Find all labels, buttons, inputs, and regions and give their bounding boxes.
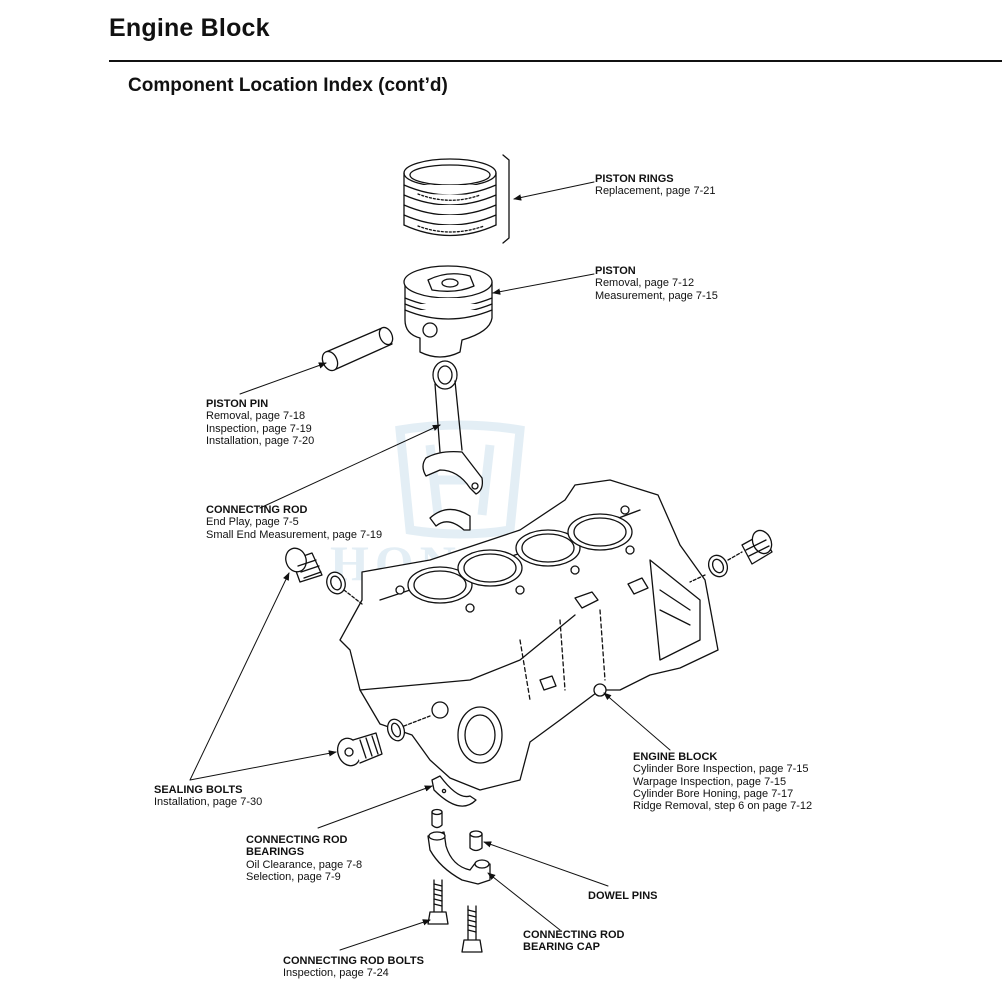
callout-title: PISTON PIN — [206, 398, 269, 410]
piston-part — [403, 265, 493, 358]
callout-title: ENGINE BLOCK — [633, 751, 718, 763]
page-reference: Removal, page 7-12 — [595, 277, 695, 290]
page-reference: Inspection, page 7-19 — [206, 422, 312, 435]
callout-connecting-rod-bearings: CONNECTING ROD BEARINGS Oil Clearance, p… — [246, 834, 362, 883]
page-reference: Inspection, page 7-24 — [283, 967, 389, 980]
callout-title-line: BEARING CAP — [523, 941, 601, 954]
page-reference: Small End Measurement, page 7-19 — [206, 528, 383, 541]
callout-title: DOWEL PINS — [588, 890, 658, 902]
callout-connecting-rod: CONNECTING ROD End Play, page 7-5 Small … — [206, 504, 382, 541]
piston-rings-part — [403, 154, 510, 244]
callout-title-line: BEARINGS — [246, 846, 305, 859]
leader-sealing-bolt-lower — [189, 750, 337, 781]
page-reference: Installation, page 7-20 — [206, 434, 315, 447]
connecting-rod-bearing-part — [431, 775, 477, 807]
callout-title: CONNECTING ROD BOLTS — [283, 955, 424, 967]
engine-block-part — [339, 479, 719, 791]
callout-piston-pin: PISTON PIN Removal, page 7-18 Inspection… — [206, 398, 314, 447]
callout-title: SEALING BOLTS — [154, 784, 243, 796]
leader-dowel-pins — [483, 841, 609, 887]
connecting-rod-part — [422, 360, 484, 531]
callout-piston-rings: PISTON RINGS Replacement, page 7-21 — [595, 173, 715, 198]
connecting-rod-bolt-right-part — [461, 905, 483, 953]
callout-piston: PISTON Removal, page 7-12 Measurement, p… — [595, 265, 718, 302]
callout-dowel-pins: DOWEL PINS — [588, 890, 657, 902]
page-reference: Ridge Removal, step 6 on page 7-12 — [633, 800, 813, 813]
page-title: Engine Block — [109, 14, 270, 42]
leader-piston — [492, 273, 595, 295]
callout-sealing-bolts: SEALING BOLTS Installation, page 7-30 — [154, 784, 262, 809]
callout-title: PISTON — [595, 265, 636, 277]
leader-bearing-cap — [487, 872, 561, 931]
dowel-pin-right-part — [469, 830, 483, 852]
callout-engine-block: ENGINE BLOCK Cylinder Bore Inspection, p… — [633, 751, 812, 812]
leader-rod-bearings — [317, 785, 433, 829]
connecting-rod-bearing-cap-part — [427, 831, 491, 885]
page-reference: End Play, page 7-5 — [206, 516, 299, 529]
leader-rod-bolts — [339, 919, 431, 951]
page-reference: Selection, page 7-9 — [246, 870, 341, 883]
sealing-bolt-right-part — [689, 529, 773, 583]
callout-title-line: CONNECTING ROD — [523, 929, 625, 941]
connecting-rod-bolt-left-part — [427, 879, 449, 925]
page-reference: Removal, page 7-18 — [206, 410, 306, 423]
piston-pin-part — [321, 326, 394, 372]
page-reference: Cylinder Bore Inspection, page 7-15 — [633, 763, 809, 776]
section-title: Component Location Index (cont’d) — [128, 75, 448, 96]
leader-piston-pin — [239, 362, 327, 395]
leader-piston-rings — [513, 181, 595, 201]
leader-engine-block — [603, 692, 671, 751]
callout-title-line: CONNECTING ROD — [246, 834, 348, 846]
leader-connecting-rod — [259, 424, 441, 509]
sealing-bolt-upper-part — [285, 547, 363, 605]
page-reference: Cylinder Bore Honing, page 7-17 — [633, 787, 794, 800]
callout-connecting-rod-bearing-cap: CONNECTING ROD BEARING CAP — [523, 929, 624, 954]
page-reference: Warpage Inspection, page 7-15 — [633, 775, 787, 788]
callout-title: PISTON RINGS — [595, 173, 674, 185]
sealing-bolt-lower-part — [336, 715, 431, 767]
leader-lines — [189, 181, 671, 951]
callout-title: CONNECTING ROD — [206, 504, 308, 516]
page-reference: Measurement, page 7-15 — [595, 289, 718, 302]
callout-connecting-rod-bolts: CONNECTING ROD BOLTS Inspection, page 7-… — [283, 955, 424, 980]
page-reference: Oil Clearance, page 7-8 — [246, 858, 363, 871]
leader-sealing-bolt-upper — [189, 572, 290, 781]
title-divider — [109, 60, 1002, 62]
page-reference: Replacement, page 7-21 — [595, 185, 716, 198]
page-reference: Installation, page 7-30 — [154, 796, 263, 809]
dowel-pin-left-part — [431, 808, 443, 829]
